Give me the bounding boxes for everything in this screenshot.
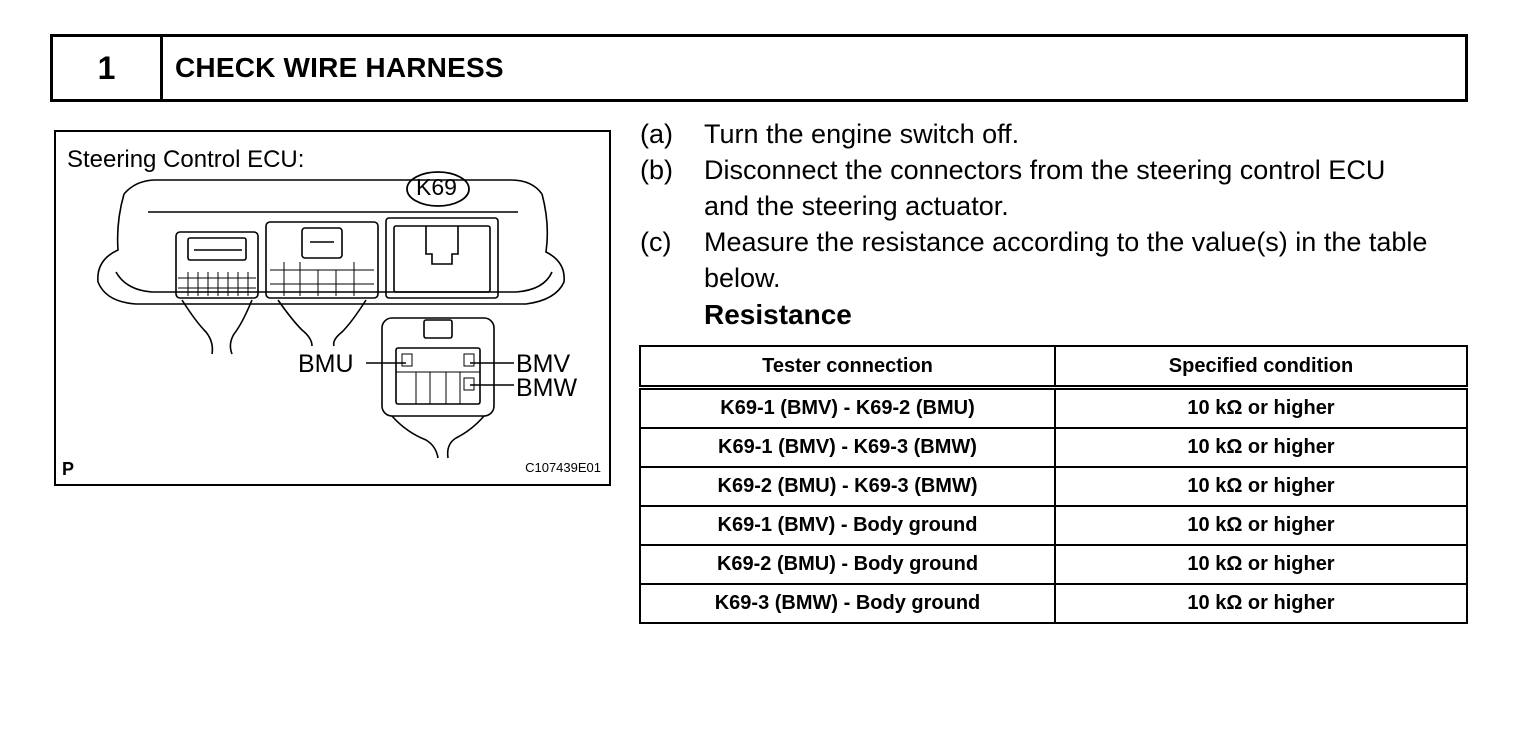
middle-connector-body [265, 221, 379, 299]
specified-condition-cell: 10 kΩ or higher [1054, 583, 1468, 624]
actuator-connector-terminals [396, 353, 480, 404]
tester-connection-cell: K69-1 (BMV) - Body ground [639, 505, 1056, 546]
k69-callout-ellipse [406, 171, 470, 207]
step-b: (b) Disconnect the connectors from the s… [640, 152, 1470, 224]
table-row: K69-1 (BMV) - Body ground 10 kΩ or highe… [639, 505, 1468, 546]
step-c: (c) Measure the resistance according to … [640, 224, 1470, 296]
ecu-housing-left-side [97, 193, 565, 305]
middle-harness [277, 299, 367, 347]
step-header: 1 CHECK WIRE HARNESS [50, 34, 1468, 102]
k69-label: K69 [416, 174, 457, 200]
column-header-specified-condition: Specified condition [1054, 345, 1468, 390]
step-a: (a) Turn the engine switch off. [640, 116, 1470, 152]
table-row: K69-3 (BMW) - Body ground 10 kΩ or highe… [639, 583, 1468, 624]
tester-connection-cell: K69-1 (BMV) - K69-2 (BMU) [639, 386, 1056, 429]
tester-connection-cell: K69-2 (BMU) - K69-3 (BMW) [639, 466, 1056, 507]
tester-connection-cell: K69-3 (BMW) - Body ground [639, 583, 1056, 624]
step-text: Disconnect the connectors from the steer… [704, 155, 1386, 221]
figure-title: Steering Control ECU: [67, 146, 305, 173]
ecu-lower-line [115, 271, 553, 293]
table-row: K69-2 (BMU) - K69-3 (BMW) 10 kΩ or highe… [639, 466, 1468, 507]
procedure-steps: (a) Turn the engine switch off. (b) Disc… [640, 116, 1470, 334]
step-text: Turn the engine switch off. [704, 119, 1020, 149]
left-connector-latch [187, 237, 247, 261]
step-letter: (c) [640, 227, 672, 257]
specified-condition-cell: 10 kΩ or higher [1054, 544, 1468, 585]
specified-condition-cell: 10 kΩ or higher [1054, 427, 1468, 468]
left-connector-pins [178, 272, 256, 296]
resistance-table: Tester connection Specified condition K6… [639, 345, 1468, 624]
step-number: 1 [53, 37, 163, 99]
left-harness [181, 299, 253, 355]
ecu-housing-outline [123, 179, 543, 195]
bmw-label: BMW [516, 374, 578, 402]
bmu-label: BMU [298, 350, 354, 378]
actuator-connector-latch [423, 319, 453, 339]
middle-connector-pins [270, 262, 374, 296]
table-row: K69-1 (BMV) - K69-2 (BMU) 10 kΩ or highe… [639, 386, 1468, 429]
table-row: K69-2 (BMU) - Body ground 10 kΩ or highe… [639, 544, 1468, 585]
tester-connection-cell: K69-1 (BMV) - K69-3 (BMW) [639, 427, 1056, 468]
ecu-connector-drawing [97, 171, 565, 459]
specified-condition-cell: 10 kΩ or higher [1054, 505, 1468, 546]
bmv-label: BMV [516, 350, 571, 378]
step-title: CHECK WIRE HARNESS [175, 52, 504, 83]
actuator-harness [391, 415, 485, 459]
step-letter: (b) [640, 155, 673, 185]
table-header-row: Tester connection Specified condition [639, 345, 1468, 390]
actuator-connector-body [381, 317, 495, 417]
middle-connector-latch [301, 227, 343, 259]
step-letter: (a) [640, 119, 673, 149]
tester-connection-cell: K69-2 (BMU) - Body ground [639, 544, 1056, 585]
specified-condition-cell: 10 kΩ or higher [1054, 386, 1468, 429]
figure-code: C107439E01 [525, 460, 601, 475]
k69-ecu-connector [385, 217, 499, 299]
table-row: K69-1 (BMV) - K69-3 (BMW) 10 kΩ or highe… [639, 427, 1468, 468]
column-header-tester-connection: Tester connection [639, 345, 1056, 390]
specified-condition-cell: 10 kΩ or higher [1054, 466, 1468, 507]
step-text: Measure the resistance according to the … [704, 227, 1428, 293]
ecu-connector-figure: Steering Control ECU: K69 BMU BMV BMW P … [54, 130, 611, 486]
left-connector-body [175, 231, 259, 299]
resistance-label: Resistance [704, 299, 852, 330]
figure-corner-letter: P [62, 459, 75, 479]
